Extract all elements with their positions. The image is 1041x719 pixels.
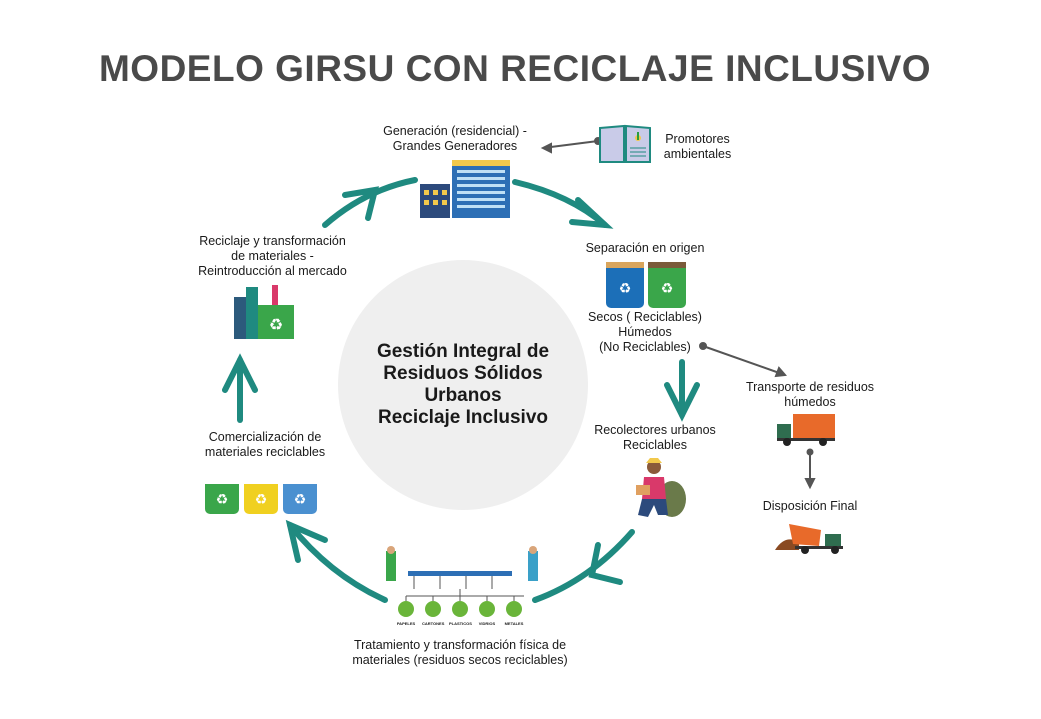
promotores-line-1: Promotores [665, 132, 730, 146]
comercializacion-line-1: Comercialización de [208, 430, 322, 444]
node-promotores-label: Promotores ambientales [650, 132, 745, 162]
recycling-factory-icon: ♻ [234, 285, 294, 339]
recolectores-line-2: Reciclables [623, 438, 687, 452]
recycle-bin-green-icon: ♻ [648, 262, 686, 308]
diagram-title: MODELO GIRSU CON RECICLAJE INCLUSIVO [98, 48, 932, 89]
separation-bins-icon: ♻ ♻ [606, 262, 686, 308]
book-icon [599, 124, 651, 163]
separacion-line-3: (No Reciclables) [599, 340, 691, 354]
reciclaje-line-1: Reciclaje y transformación [199, 234, 346, 248]
center-line-1: Gestión Integral de [376, 341, 550, 362]
category-label: CARTONES [422, 621, 445, 626]
node-generacion-label: Generación (residencial) - Grandes Gener… [370, 124, 540, 154]
material-categories: PAPELES CARTONES PLASTICOS VIDRIOS METAL… [395, 621, 525, 626]
node-recolectores-label: Recolectores urbanos Reciclables [580, 423, 730, 453]
arrowhead [588, 542, 623, 585]
category-label: VIDRIOS [478, 621, 496, 626]
node-disposicion-label: Disposición Final [762, 499, 858, 513]
commercial-bins-icon: ♻ ♻ ♻ [205, 484, 317, 514]
arrow-tratamiento-comercializacion [287, 522, 388, 603]
arrowhead [342, 186, 380, 221]
arrowhead [222, 353, 258, 393]
generacion-line-1: Generación (residencial) - [383, 124, 527, 138]
generacion-line-2: Grandes Generadores [392, 139, 518, 153]
transporte-line-2: húmedos [784, 395, 836, 409]
recycle-bin-green-icon: ♻ [205, 484, 239, 514]
transporte-line-1: Transporte de residuos [745, 380, 875, 394]
node-transporte-label: Transporte de residuos húmedos [735, 380, 885, 410]
recycle-bin-blue-icon: ♻ [283, 484, 317, 514]
center-line-2: Residuos Sólidos [383, 363, 543, 384]
connector-promotores [542, 140, 599, 149]
separacion-title: Separación en origen [585, 241, 705, 255]
category-label: METALES [504, 621, 524, 626]
connector-transporte [702, 345, 786, 376]
tratamiento-line-2: materiales (residuos secos reciclables) [352, 653, 568, 667]
separacion-line-2: Húmedos [618, 325, 672, 339]
center-line-4: Reciclaje Inclusivo [377, 407, 549, 428]
category-label: PLASTICOS [449, 621, 472, 626]
arrowhead [664, 382, 700, 422]
category-label: PAPELES [396, 621, 416, 626]
recycle-bin-blue-icon: ♻ [606, 262, 644, 308]
center-circle: Gestión Integral de Residuos Sólidos Urb… [338, 260, 588, 510]
urban-recycler-icon [636, 458, 686, 517]
recolectores-line-1: Recolectores urbanos [594, 423, 716, 437]
promotores-line-2: ambientales [663, 147, 732, 161]
comercializacion-line-2: materiales reciclables [204, 445, 326, 459]
garbage-truck-icon [777, 414, 835, 446]
arrow-recolectores-tratamiento [532, 529, 635, 603]
recycle-bin-yellow-icon: ♻ [244, 484, 278, 514]
arrowhead [285, 519, 328, 563]
center-line-3: Urbanos [424, 385, 502, 406]
node-reciclaje-label: Reciclaje y transformación de materiales… [180, 234, 365, 279]
arrow-generacion-separacion [512, 179, 608, 228]
node-comercializacion-label: Comercialización de materiales reciclabl… [185, 430, 345, 460]
buildings-icon [420, 160, 510, 218]
reciclaje-line-3: Reintroducción al mercado [198, 264, 347, 278]
arrowhead [569, 197, 614, 229]
dump-truck-icon [775, 524, 843, 554]
sorting-line-icon [386, 546, 538, 617]
separacion-line-1: Secos ( Reciclables) [588, 310, 702, 324]
reciclaje-line-2: de materiales - [231, 249, 314, 263]
node-tratamiento-label: Tratamiento y transformación física de m… [330, 638, 590, 668]
tratamiento-line-1: Tratamiento y transformación física de [353, 638, 567, 652]
node-separacion-label: Secos ( Reciclables) Húmedos (No Recicla… [570, 310, 720, 355]
arrow-reciclaje-generacion [322, 177, 418, 228]
svg-text:♻: ♻ [269, 317, 283, 334]
